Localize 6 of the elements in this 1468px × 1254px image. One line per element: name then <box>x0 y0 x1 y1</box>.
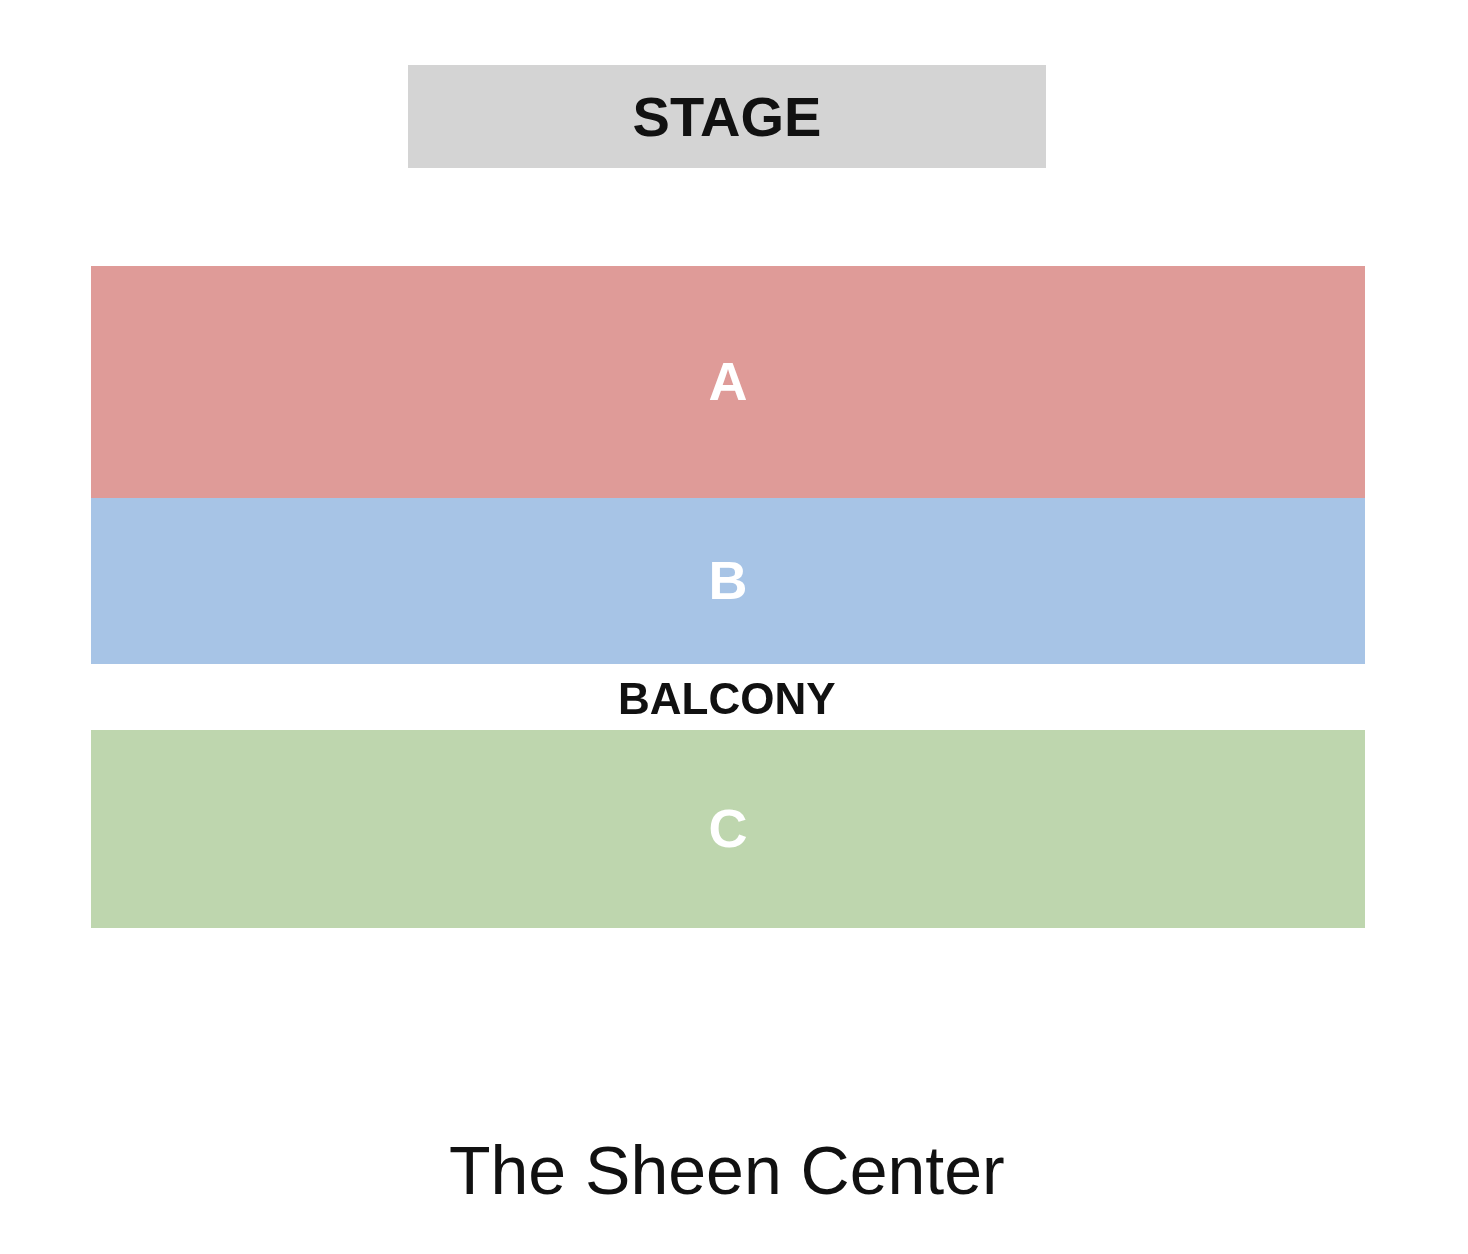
seating-section: B <box>91 498 1365 664</box>
section-label: BALCONY <box>618 675 836 724</box>
venue-caption: The Sheen Center <box>449 1131 1005 1210</box>
seating-section: C <box>91 730 1365 928</box>
stage-area: STAGE <box>408 65 1046 168</box>
seating-section: A <box>91 266 1365 498</box>
